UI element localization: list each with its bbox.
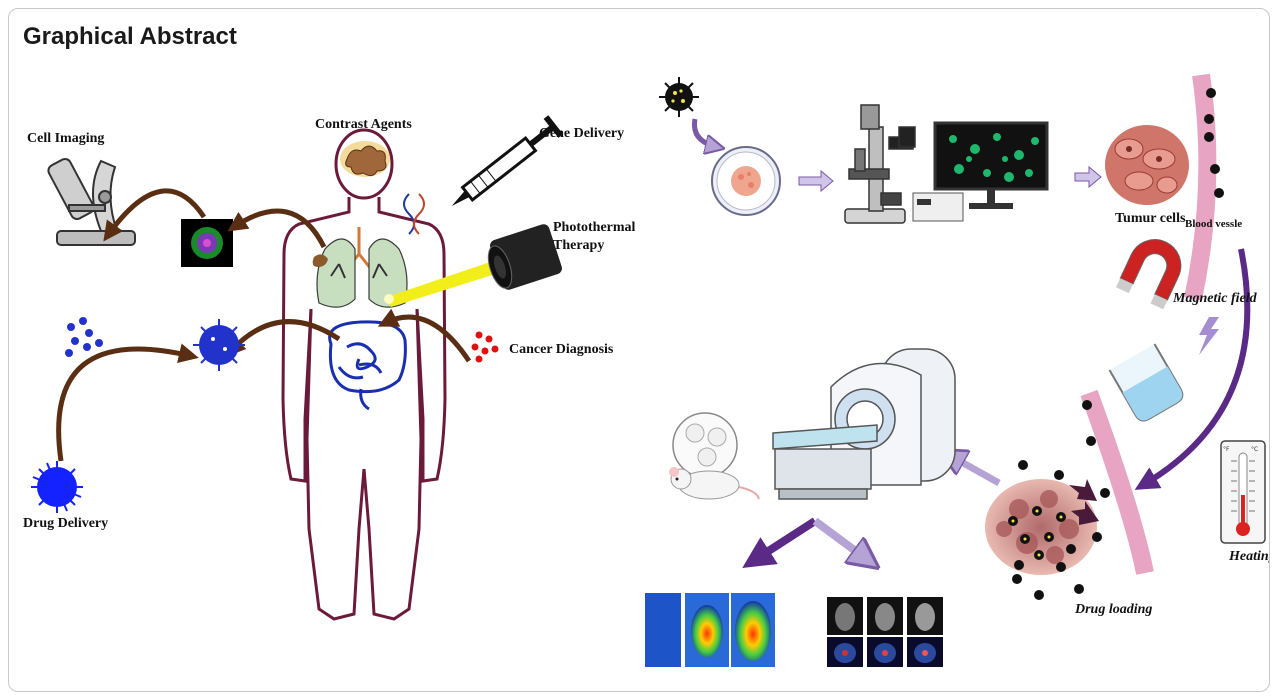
monitor-green-cells-icon — [913, 123, 1047, 221]
loaded-nanoparticle-icon — [193, 319, 245, 371]
label-cancer-diagnosis: Cancer Diagnosis — [509, 342, 613, 358]
label-magnetic-field: Magnetic field — [1173, 291, 1257, 307]
fahrenheit-unit: °F — [1223, 446, 1230, 453]
illustration: °F °C — [9, 9, 1270, 692]
tumor-mass-icon — [985, 460, 1102, 600]
magnetic-nanoparticle-icon — [659, 77, 699, 117]
beaker-icon — [1109, 344, 1185, 424]
dna-helix-icon — [404, 194, 424, 234]
mri-scanner-icon — [773, 349, 955, 499]
petri-dish-icon — [712, 147, 780, 215]
drug-molecules-icon — [65, 317, 103, 357]
drug-delivery-nanoparticle-icon — [31, 461, 83, 513]
mri-grayscale-images — [827, 597, 943, 667]
lab-microscope-icon — [845, 105, 915, 223]
fluorescent-cell-image — [181, 219, 233, 267]
celsius-unit: °C — [1251, 446, 1258, 453]
arrow-tumor-to-mri — [949, 455, 999, 483]
label-photothermal-therapy: Photothermal Therapy — [553, 219, 645, 255]
split-arrows — [753, 521, 869, 561]
tumor-cells-icon — [1105, 125, 1189, 205]
label-blood-vessel: Blood vessle — [1185, 218, 1242, 230]
intestines-icon — [330, 322, 406, 409]
photothermal-laser-icon — [384, 223, 564, 307]
mri-heatmap-images — [645, 593, 775, 667]
label-heating: Heating — [1229, 549, 1270, 565]
arrow-dish-to-scope — [799, 171, 833, 191]
curved-arrow-1 — [694, 119, 717, 147]
human-body-figure — [283, 130, 445, 619]
lightning-icon — [1199, 317, 1219, 355]
mouse-icon — [669, 413, 759, 499]
microscope-icon — [46, 157, 135, 245]
blood-vessel-bottom — [1089, 393, 1145, 573]
label-drug-delivery: Drug Delivery — [23, 516, 108, 532]
blood-vessel-top — [1193, 75, 1207, 299]
thermometer-icon: °F °C — [1221, 441, 1265, 543]
brain-icon — [340, 141, 390, 177]
label-drug-loading: Drug loading — [1075, 602, 1152, 618]
label-cell-imaging: Cell Imaging — [27, 131, 104, 147]
graphical-abstract-panel: Graphical Abstract — [8, 8, 1270, 692]
label-contrast-agents: Contrast Agents — [315, 117, 412, 133]
label-tumor-cells: Tumur cells — [1115, 211, 1185, 227]
label-gene-delivery: Gene Delivery — [539, 126, 624, 142]
cancer-cells-dots — [472, 332, 499, 363]
arrow-to-tumor — [1075, 167, 1101, 187]
